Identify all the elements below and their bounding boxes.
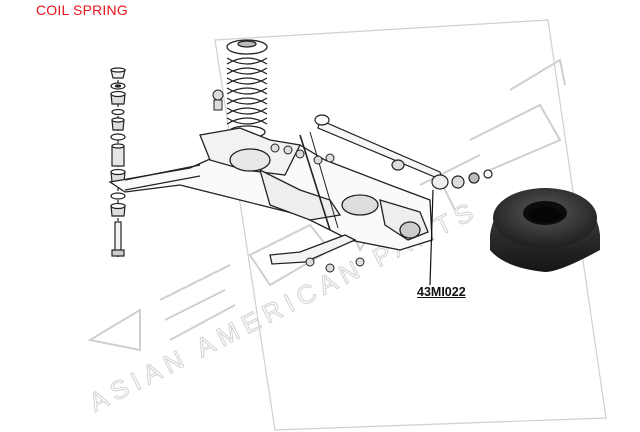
part-number-label: 43MI022 xyxy=(417,285,466,299)
bushing-icon xyxy=(110,90,126,105)
bushing-icon xyxy=(110,202,126,217)
washer-icon xyxy=(111,108,125,116)
axle-hardware xyxy=(212,89,365,273)
washer-icon xyxy=(110,133,126,141)
spacer-icon xyxy=(111,143,125,167)
bolt-icon xyxy=(111,221,125,257)
callout-leader xyxy=(429,189,434,286)
coil-spring xyxy=(226,39,268,139)
diagram-title: COIL SPRING xyxy=(36,2,128,18)
bushing-icon xyxy=(111,117,125,131)
axle-assembly xyxy=(108,127,433,265)
frame-outline xyxy=(214,19,607,431)
washer-icon xyxy=(110,82,126,90)
rubber-bushing-icon xyxy=(490,188,600,272)
hardware-stack xyxy=(110,67,126,258)
lateral-rod xyxy=(314,114,493,190)
nut-icon xyxy=(110,67,126,79)
washer-icon xyxy=(110,192,126,200)
